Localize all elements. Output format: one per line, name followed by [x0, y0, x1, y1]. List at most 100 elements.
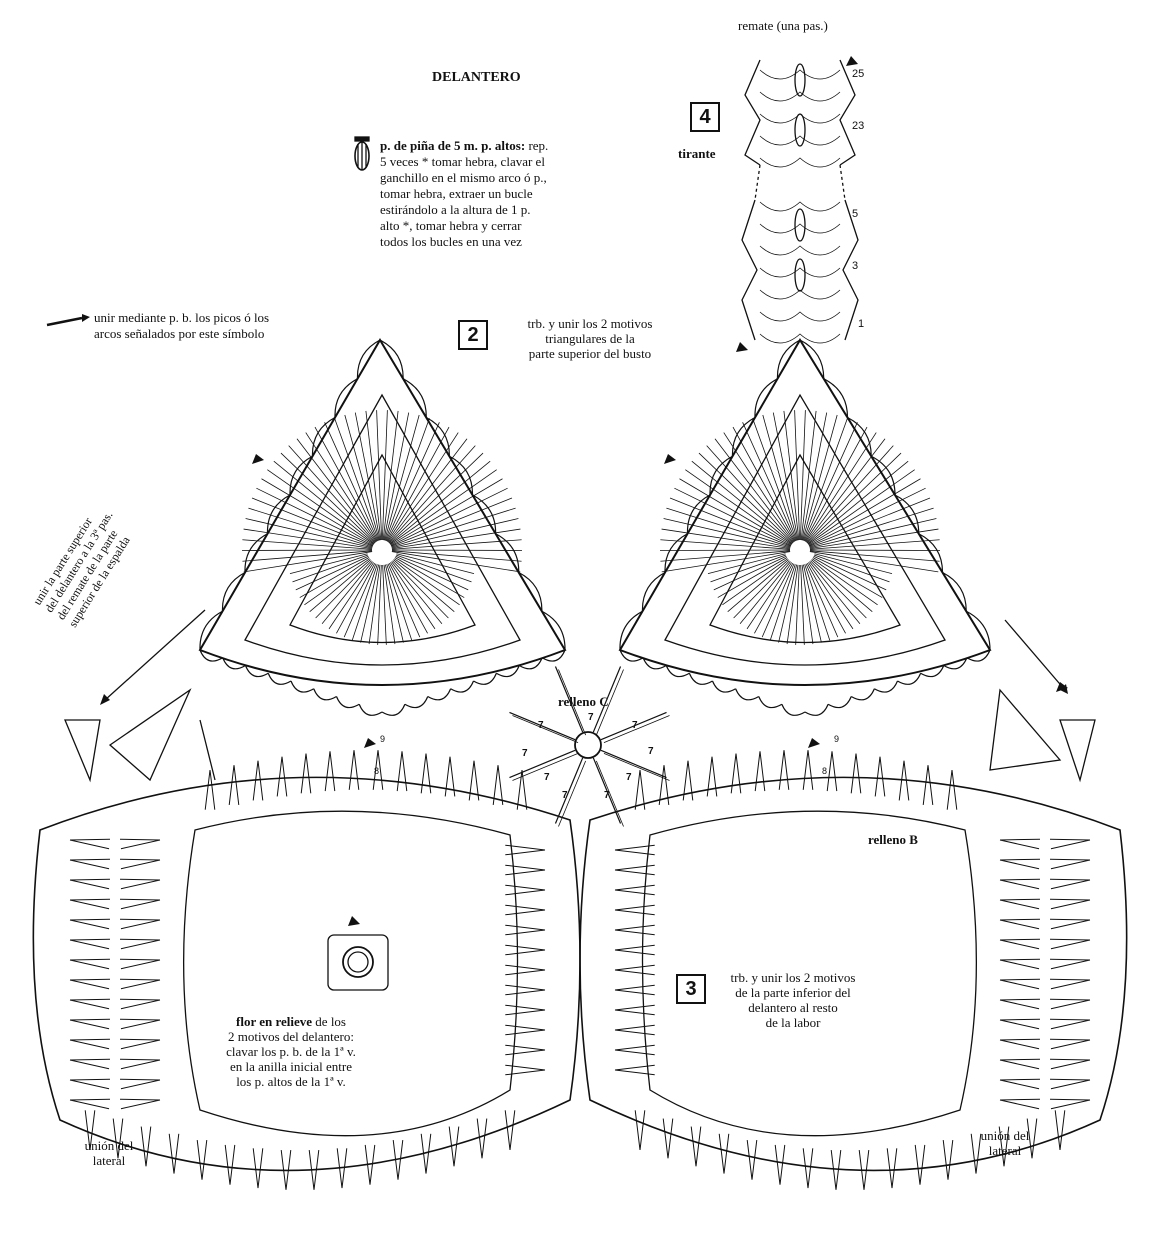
star-spoke: [554, 757, 584, 824]
fan-ray: [803, 418, 848, 541]
triangle-right-inner-ring-2: [709, 453, 901, 644]
fan-ray: [752, 418, 797, 541]
fan-ray: [809, 528, 939, 549]
filler-row-7-h: 7: [562, 790, 568, 801]
filler-row-7-a: 7: [588, 712, 594, 723]
star-spoke-inner: [558, 669, 587, 736]
cup-spike: [119, 898, 161, 910]
cup-spike: [614, 1024, 655, 1036]
cup-spike: [999, 958, 1041, 970]
fan-ray: [807, 460, 909, 544]
fan-ray: [746, 562, 792, 630]
fan-ray: [714, 438, 795, 543]
fan-ray: [389, 460, 491, 544]
filler-row-7-e: 7: [648, 746, 654, 757]
strap-mesh-arc: [759, 91, 841, 102]
cup-spike: [778, 750, 790, 790]
step-2-line-2: parte superior del busto: [528, 346, 652, 361]
cup-spike: [348, 750, 360, 790]
fan-ray: [354, 412, 381, 541]
cup-spike: [802, 1148, 814, 1189]
step-2-box: 2: [458, 320, 488, 350]
fan-ray: [795, 564, 800, 645]
fan-ray: [384, 564, 404, 643]
cup-spike: [634, 769, 646, 810]
fan-ray: [242, 539, 373, 550]
fan-ray: [289, 553, 368, 575]
fan-ray: [809, 561, 861, 624]
cup-spike: [850, 753, 862, 794]
cup-left-inner: [183, 810, 519, 1137]
fan-ray: [394, 558, 460, 606]
fan-ray: [722, 558, 788, 606]
fan-ray: [805, 438, 886, 543]
cup-spike: [999, 938, 1041, 950]
cup-spike: [119, 958, 161, 970]
cup-spike: [252, 1148, 264, 1189]
fan-ray: [391, 551, 521, 573]
join-arrow-icon: [46, 316, 83, 327]
step-2-line-1: triangulares de la: [545, 331, 635, 346]
start-marker-flower: [348, 916, 360, 926]
cup-spike: [505, 904, 546, 916]
cup-spike: [119, 978, 161, 990]
union-left-label: unión del lateral: [64, 1138, 154, 1168]
star-spoke: [592, 666, 622, 733]
fan-ray: [762, 414, 798, 541]
triangle-left-outer-edge: [198, 338, 567, 686]
fan-ray: [786, 564, 799, 645]
cup-spike: [119, 1098, 161, 1110]
triangle-right-outer-edge: [618, 338, 992, 686]
cup-spike: [224, 1144, 236, 1185]
fan-ray: [813, 554, 890, 583]
triangle-motif-right: [618, 338, 992, 716]
cup-spike: [706, 756, 718, 797]
flor-text: flor en relieve de los 2 motivos del del…: [206, 1014, 376, 1089]
fan-ray: [802, 414, 838, 541]
fan-ray: [388, 562, 428, 634]
fan-ray: [811, 559, 873, 612]
cup-spike: [999, 858, 1041, 870]
cup-spike: [614, 864, 655, 876]
fan-ray: [314, 426, 378, 542]
strap-mesh-arc: [759, 267, 841, 278]
triangle-left-inner-ring-2: [289, 453, 476, 644]
star-spoke-inner: [512, 752, 579, 781]
cup-spike: [69, 998, 111, 1010]
cup-spike: [946, 769, 958, 810]
cup-spike: [280, 1150, 292, 1190]
relief-flower: [327, 934, 389, 991]
side-filler-right: [989, 688, 1096, 783]
strap-mesh-arc: [759, 135, 841, 146]
cup-spike: [119, 1038, 161, 1050]
cup-spike: [614, 884, 655, 896]
cup-spike: [999, 998, 1041, 1010]
fan-ray: [385, 418, 430, 541]
fan-ray: [383, 412, 410, 541]
fan-ray: [288, 445, 376, 543]
strap-pineapple-stitches: [794, 63, 806, 292]
start-marker-strap-top: [846, 56, 858, 66]
fan-ray: [691, 460, 793, 544]
step-4-label: tirante: [678, 146, 716, 161]
cup-spike: [614, 1064, 655, 1076]
cup-spike: [505, 964, 546, 976]
fan-ray: [385, 422, 440, 542]
cup-spike: [1049, 1038, 1091, 1050]
cup-spike: [69, 1018, 111, 1030]
step-2-line-0: trb. y unir los 2 motivos: [527, 316, 653, 331]
start-marker-strap-bottom: [736, 342, 748, 352]
cup-spike: [84, 1110, 96, 1151]
cup-spike: [999, 838, 1041, 850]
fan-ray: [377, 564, 382, 645]
strap-row-23: 23: [852, 120, 865, 132]
cup-spike: [614, 844, 655, 856]
fan-ray: [384, 414, 420, 541]
fan-ray: [808, 478, 921, 546]
cup-spike: [1049, 878, 1091, 890]
fan-ray: [805, 432, 877, 542]
cup-spike: [662, 1118, 674, 1159]
cup-spike: [69, 958, 111, 970]
fan-ray: [390, 478, 503, 546]
cup-spike: [774, 1144, 786, 1185]
